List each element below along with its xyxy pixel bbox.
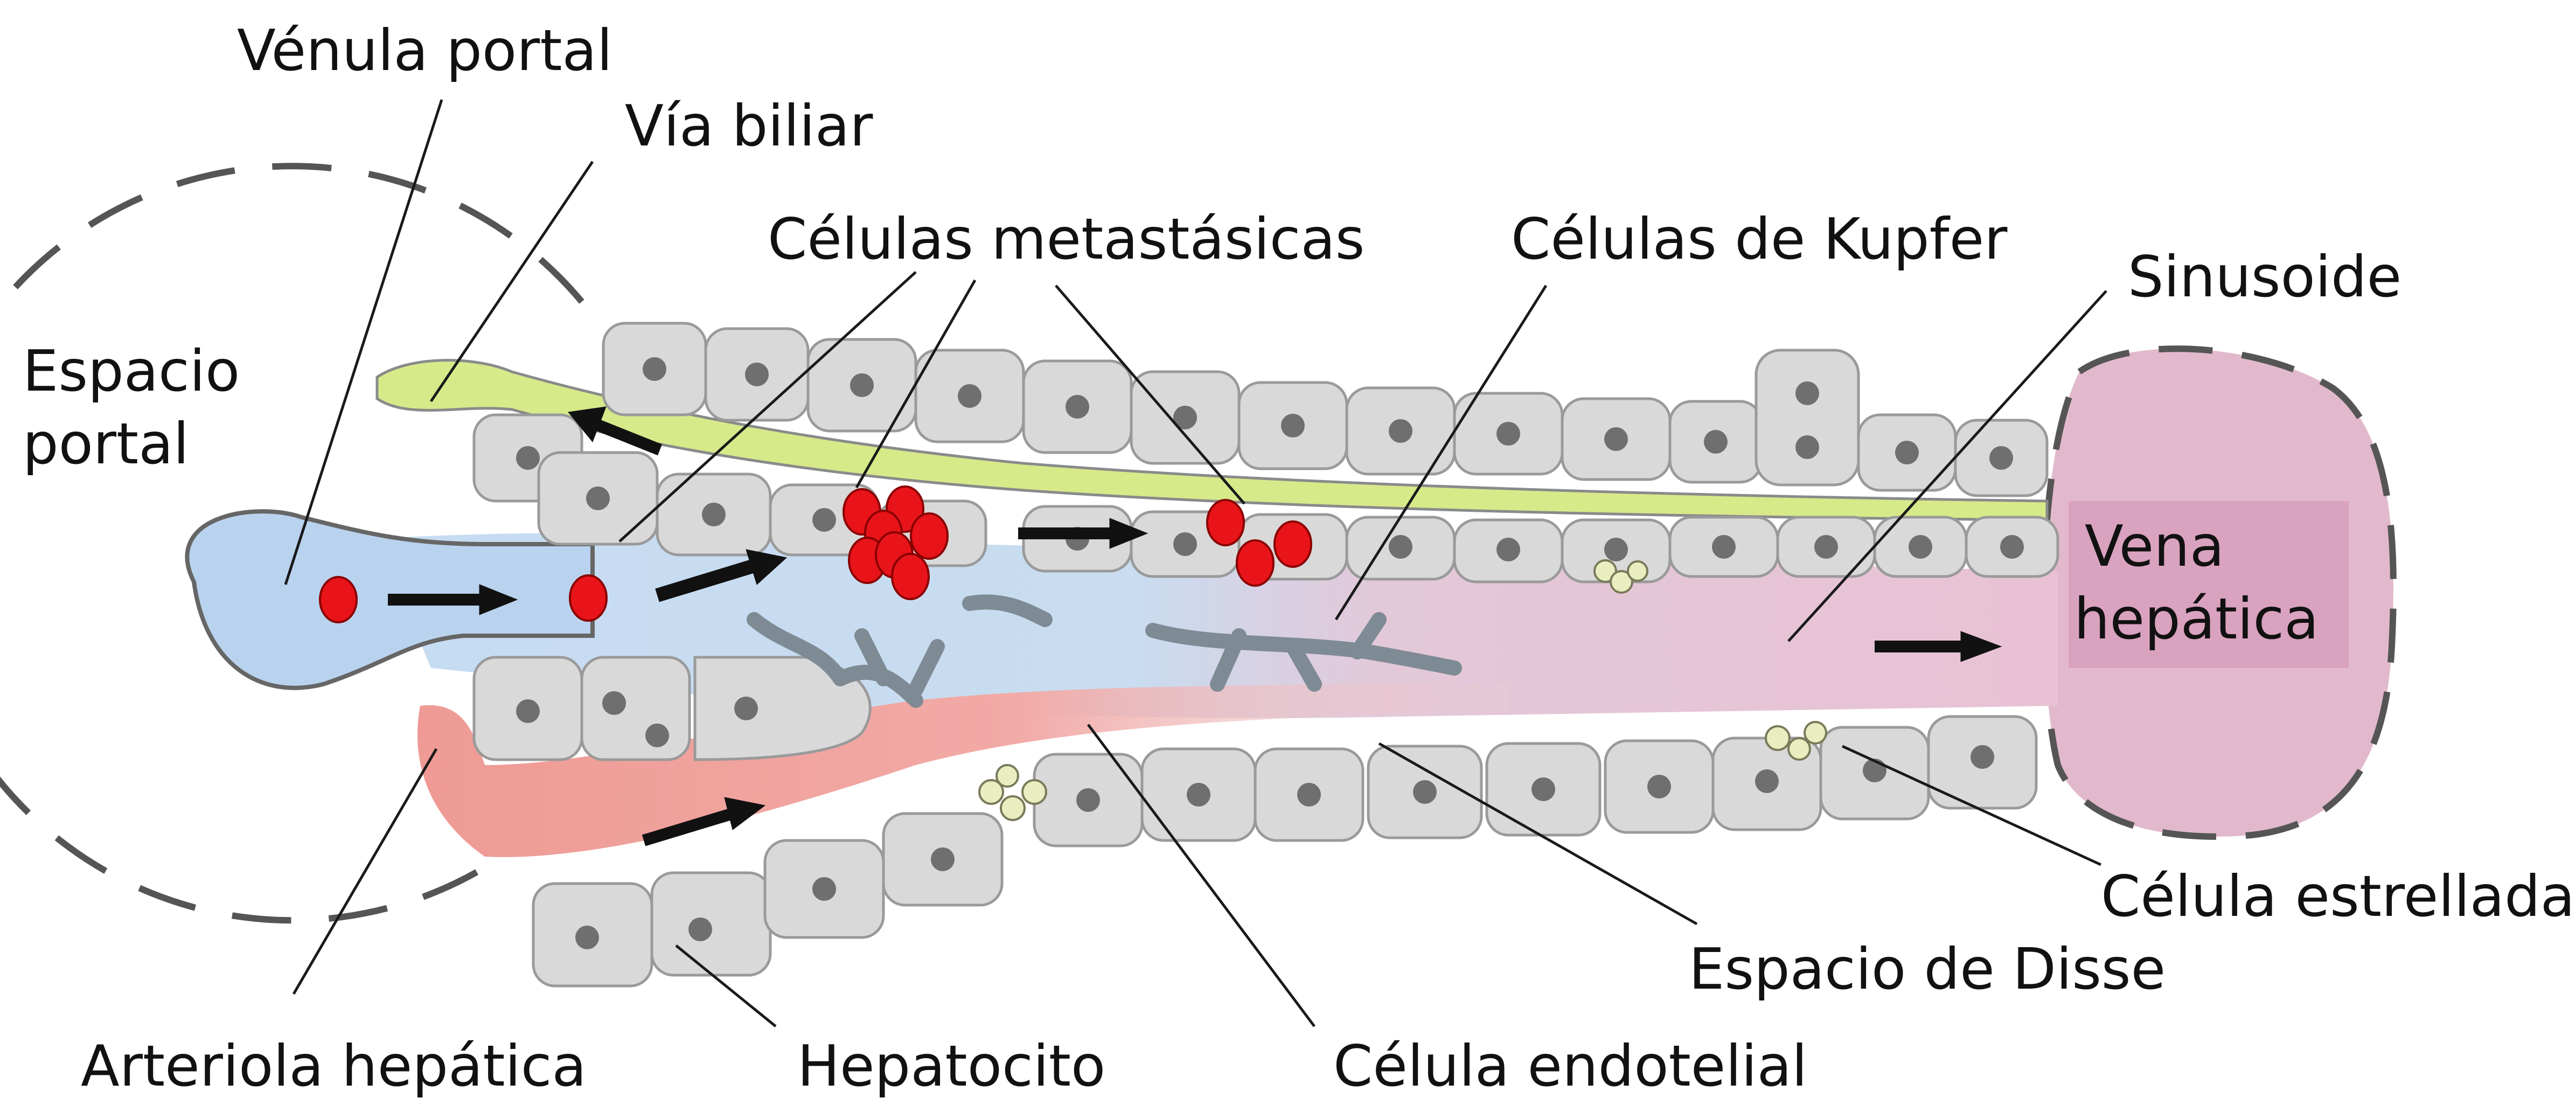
label-espacio-disse: Espacio de Disse [1689,936,2166,1002]
label-arteriola-hepatica: Arteriola hepática [81,1033,587,1099]
label-via-biliar: Vía biliar [625,93,873,159]
label-sinusoide: Sinusoide [2128,244,2401,310]
label-espacio-portal-line2: portal [23,411,189,477]
label-celula-estrellada: Célula estrellada [2101,864,2575,929]
label-vena-hepatica-line1: Vena [2085,513,2224,579]
label-celula-endotelial: Célula endotelial [1333,1033,1807,1099]
label-celulas-kupfer: Células de Kupfer [1511,206,2008,272]
label-vena-hepatica-line2: hepática [2074,586,2319,652]
label-venula-portal: Vénula portal [237,18,612,84]
label-espacio-portal-line1: Espacio [23,338,240,404]
label-hepatocito: Hepatocito [797,1033,1105,1099]
label-celulas-metastasicas: Células metastásicas [768,206,1365,272]
